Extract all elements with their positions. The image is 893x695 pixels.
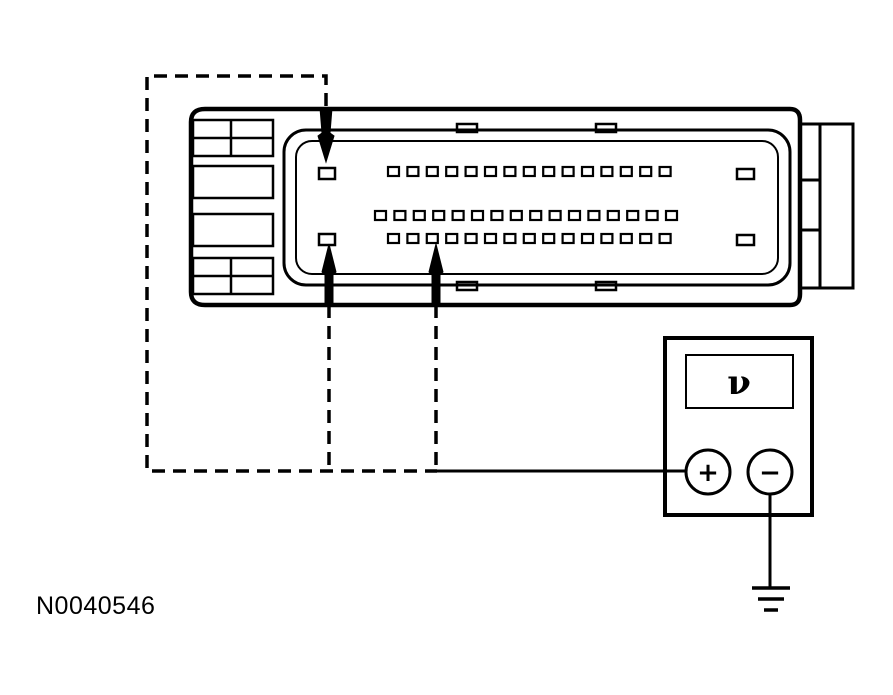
connector-pin (561, 165, 575, 178)
connector-pin (464, 165, 478, 178)
housing-tabs (455, 122, 618, 292)
voltmeter-symbol: ν (727, 363, 751, 403)
connector-face-inner (295, 140, 779, 275)
connector-pin (406, 165, 420, 178)
harness-stub (800, 122, 855, 290)
connector-pin (619, 165, 633, 178)
connector-pin (406, 232, 420, 245)
connector-pin (503, 165, 517, 178)
connector-pin (639, 232, 653, 245)
connector-pin (567, 209, 582, 222)
connector-pin (425, 165, 439, 178)
probe-arrow-bottom-left (321, 243, 337, 306)
connector-pin (664, 209, 679, 222)
connector-pin (464, 232, 478, 245)
connector-pin (490, 209, 504, 222)
pin-bottom-right (735, 233, 756, 247)
connector-pin (509, 209, 523, 222)
connector-pin (619, 232, 633, 245)
connector-pin (451, 209, 465, 222)
ground-icon (752, 586, 790, 612)
connector-pin (393, 209, 407, 222)
positive-terminal-symbol: + (697, 458, 719, 488)
probe-arrow-bottom-right (428, 243, 444, 306)
pin-bottom-left (317, 232, 337, 247)
connector-pin (386, 232, 401, 245)
connector-pin (658, 165, 672, 178)
dashed-loop-wire (145, 74, 437, 473)
connector-pin (645, 209, 659, 222)
pin-top-left (317, 166, 337, 181)
ecu-connector (188, 106, 855, 308)
connector-pin (600, 232, 614, 245)
connector-pin (503, 232, 517, 245)
connector-pin (373, 209, 388, 222)
connector-pin (412, 209, 426, 222)
negative-terminal (746, 448, 794, 496)
connector-pin (587, 209, 601, 222)
positive-terminal (684, 448, 732, 496)
connector-pin (445, 232, 459, 245)
connector-pin (639, 165, 653, 178)
probe-arrow-top (317, 107, 335, 164)
connector-latch-left (191, 118, 275, 296)
voltmeter-display (685, 354, 794, 409)
connector-face-outer (282, 128, 792, 287)
connector-pin (432, 209, 446, 222)
connector-pin (483, 232, 498, 245)
connector-pin (522, 165, 536, 178)
dashed-probe-wiring (145, 74, 438, 473)
pin-top-right (735, 167, 756, 181)
connector-pin (658, 232, 672, 245)
pin-grid (373, 165, 679, 245)
connector-pin (561, 232, 575, 245)
connector-housing (188, 106, 803, 308)
connector-pin (626, 209, 640, 222)
connector-pin (483, 165, 498, 178)
connector-pin (600, 165, 614, 178)
connector-pin (445, 165, 459, 178)
connector-pin (580, 232, 595, 245)
negative-terminal-symbol: − (759, 458, 781, 488)
connector-pin (606, 209, 620, 222)
meter-wires (437, 469, 772, 588)
voltmeter-body (663, 336, 814, 517)
connector-pin (425, 232, 439, 245)
figure-id: N0040546 (36, 592, 156, 620)
connector-pin (522, 232, 536, 245)
probe-arrows (317, 107, 444, 306)
connector-pin (542, 232, 556, 245)
connector-pin (580, 165, 595, 178)
connector-pin (470, 209, 485, 222)
connector-pin (386, 165, 401, 178)
voltmeter: ν + − (663, 336, 814, 517)
connector-pin (548, 209, 562, 222)
connector-pin (542, 165, 556, 178)
connector-pin (529, 209, 543, 222)
